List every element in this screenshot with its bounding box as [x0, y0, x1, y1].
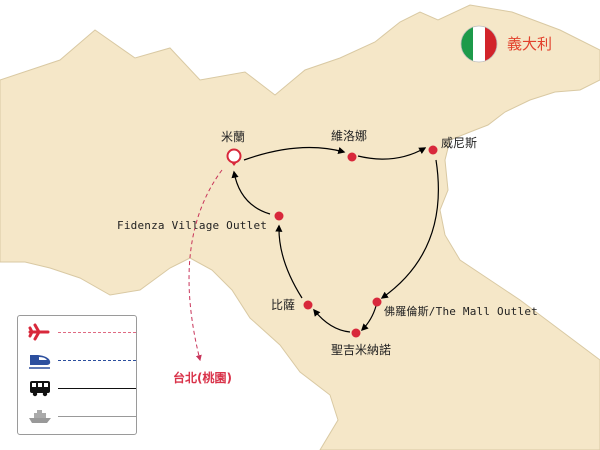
land-area [0, 4, 600, 450]
legend-row-ship [18, 404, 136, 428]
train-icon [29, 355, 51, 369]
label-venice: 威尼斯 [441, 136, 478, 150]
legend-train-line [58, 360, 136, 361]
route-verona-venice [357, 147, 427, 160]
country-name: 義大利 [507, 35, 553, 53]
label-pisa: 比薩 [271, 298, 296, 312]
route-florence-sangimignano [360, 305, 377, 332]
route-pisa-fidenza [275, 224, 303, 299]
bus-icon [30, 381, 50, 397]
label-verona: 維洛娜 [331, 129, 368, 143]
florence-marker [372, 297, 382, 307]
airplane-icon [28, 323, 50, 341]
route-fidenza-milan [231, 170, 271, 215]
ship-icon [29, 410, 51, 423]
label-taipei-origin: 台北(桃園) [173, 371, 232, 385]
route-venice-florence [380, 159, 439, 299]
legend-row-bus [18, 376, 136, 400]
legend-row-train [18, 348, 136, 372]
fidenza-marker [274, 211, 284, 221]
flight-milan-taipei [188, 169, 223, 362]
label-san-gimignano: 聖吉米納諾 [331, 343, 392, 357]
pisa-marker [303, 300, 313, 310]
route-sangimignano-pisa [313, 308, 351, 333]
label-fidenza: Fidenza Village Outlet [117, 219, 268, 232]
transport-legend [17, 315, 137, 435]
legend-row-flight [18, 320, 136, 344]
label-florence: 佛羅倫斯/The Mall Outlet [384, 305, 538, 318]
legend-flight-line [58, 332, 136, 333]
italy-flag-icon [460, 25, 498, 63]
venice-marker [428, 145, 438, 155]
route-milan-verona [243, 146, 346, 161]
milan-pin-icon [226, 148, 242, 166]
label-milan: 米蘭 [221, 130, 246, 144]
sangimignano-marker [351, 328, 361, 338]
legend-ship-line [58, 416, 136, 417]
verona-marker [347, 152, 357, 162]
legend-bus-line [58, 388, 136, 389]
